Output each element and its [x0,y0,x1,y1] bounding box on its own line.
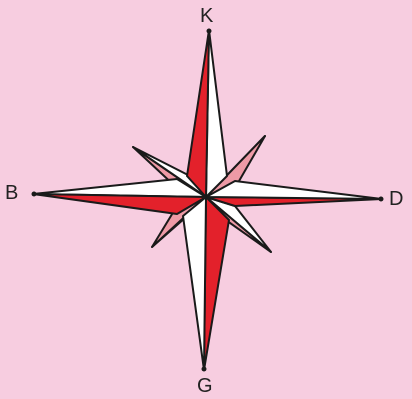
label-south: G [197,376,213,396]
label-north: K [200,6,213,26]
label-west: B [5,183,18,203]
south-tip-dot [202,367,207,372]
west-tip-dot [32,192,37,197]
south-point-red [204,197,229,370]
west-point-red [33,194,206,214]
north-tip-dot [207,29,212,34]
label-east: D [389,189,403,209]
cardinal-points [33,30,382,370]
north-point-red [187,30,209,197]
east-point-white [206,181,382,199]
east-tip-dot [379,197,384,202]
south-point-white [183,197,206,370]
